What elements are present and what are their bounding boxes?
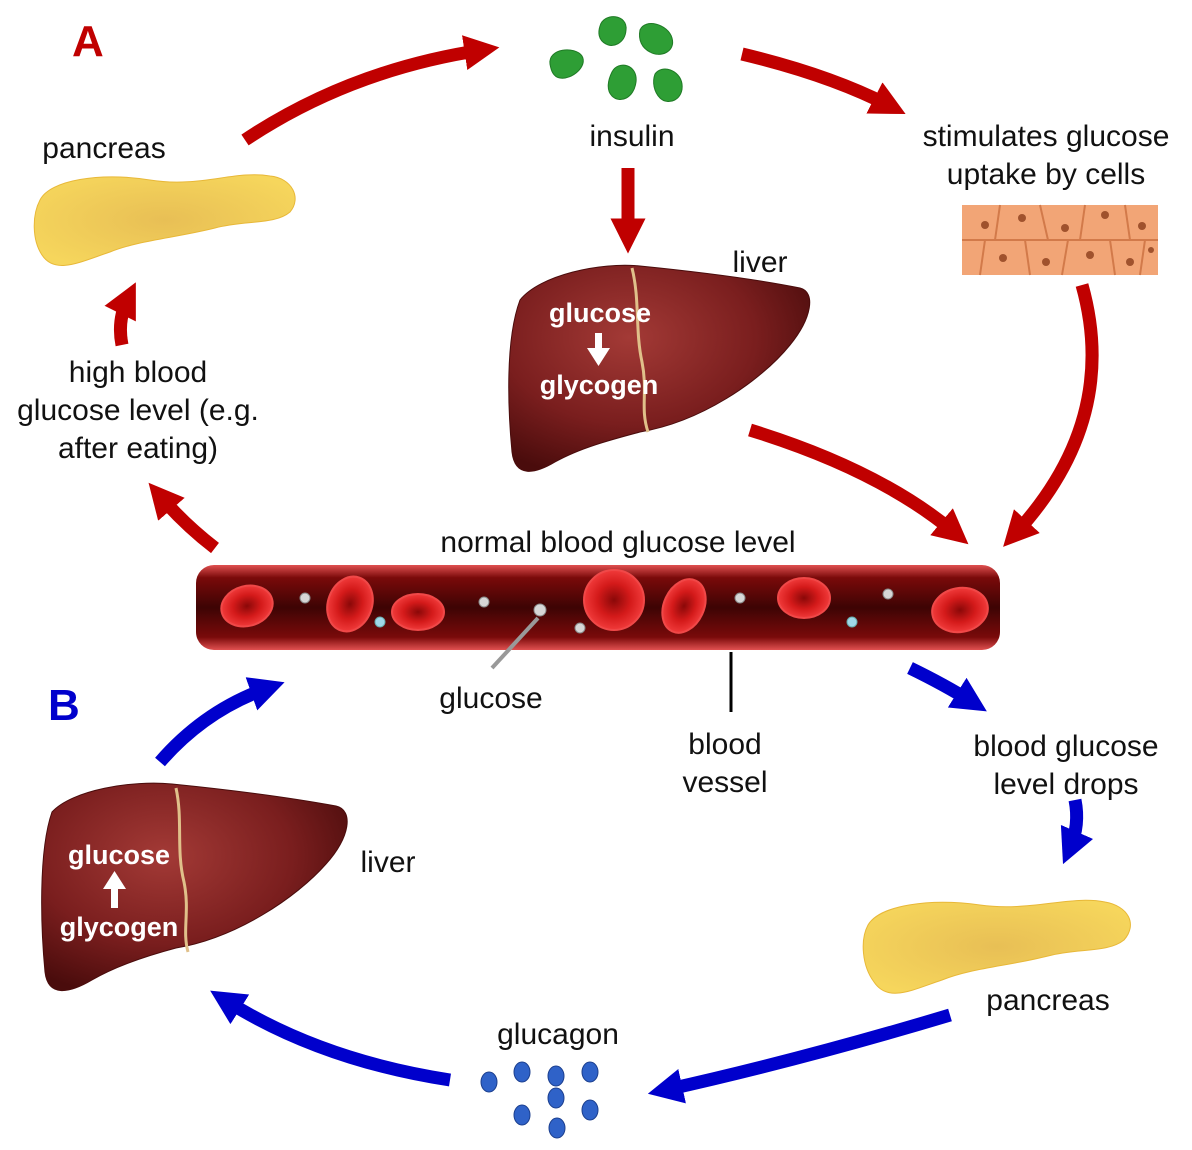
arrow-high-to-pancreas (104, 282, 136, 347)
arrow-glucagon-to-liver (210, 990, 451, 1087)
arrow-pancreas-to-insulin (241, 35, 500, 146)
pancreas-icon (33, 174, 296, 266)
arrow-pancreas-to-glucagon (647, 1008, 952, 1104)
arrow-vessel-to-drops (907, 662, 987, 712)
arrow-cells-to-vessel (1003, 283, 1099, 547)
liver-top-glycogen: glycogen (540, 370, 659, 400)
liver-icon (41, 782, 348, 992)
cell-tissue-icon (962, 204, 1158, 276)
label-high-3: after eating) (58, 432, 218, 465)
red-arrows (104, 35, 1099, 554)
blue-arrows (155, 662, 1094, 1104)
label-liver-bottom: liver (360, 846, 415, 879)
label-high-2: glucose level (e.g. (17, 394, 259, 427)
label-high-1: high blood (69, 356, 207, 389)
label-pancreas-top: pancreas (42, 132, 165, 165)
arrow-liver-to-vessel-blue (155, 677, 285, 767)
label-pancreas-bottom: pancreas (986, 984, 1109, 1017)
arrow-insulin-to-cells (740, 47, 906, 115)
label-stimulates-2: uptake by cells (947, 158, 1145, 191)
liver-bottom-glycogen: glycogen (60, 912, 179, 942)
panel-a-letter: A (72, 17, 104, 66)
label-drops-1: blood glucose (973, 730, 1158, 763)
arrow-drops-to-pancreas (1060, 798, 1094, 865)
label-drops-2: level drops (993, 768, 1138, 801)
liver-icon (508, 264, 811, 472)
liver-top-glucose: glucose (549, 298, 651, 328)
arrow-down-icon (587, 333, 610, 366)
label-insulin: insulin (589, 120, 674, 153)
label-stimulates-1: stimulates glucose (923, 120, 1170, 153)
arrow-liver-to-vessel (748, 423, 969, 545)
label-vessel-2: vessel (682, 766, 767, 799)
label-glucose-pointer: glucose (439, 682, 542, 715)
label-normal: normal blood glucose level (440, 526, 795, 559)
label-glucagon: glucagon (497, 1018, 619, 1051)
pancreas-icon (862, 899, 1131, 994)
label-liver-top: liver (732, 246, 787, 279)
arrow-vessel-to-high (148, 482, 219, 554)
panel-b-letter: B (48, 681, 80, 730)
liver-bottom-glucose: glucose (68, 840, 170, 870)
glucagon-dot-icon (480, 1061, 599, 1139)
insulin-blob-icon (549, 16, 683, 102)
label-vessel-1: blood (688, 728, 761, 761)
glucose-pointer-line (490, 616, 540, 670)
arrow-up-icon (103, 871, 126, 908)
blood-vessel-icon (196, 565, 1000, 650)
